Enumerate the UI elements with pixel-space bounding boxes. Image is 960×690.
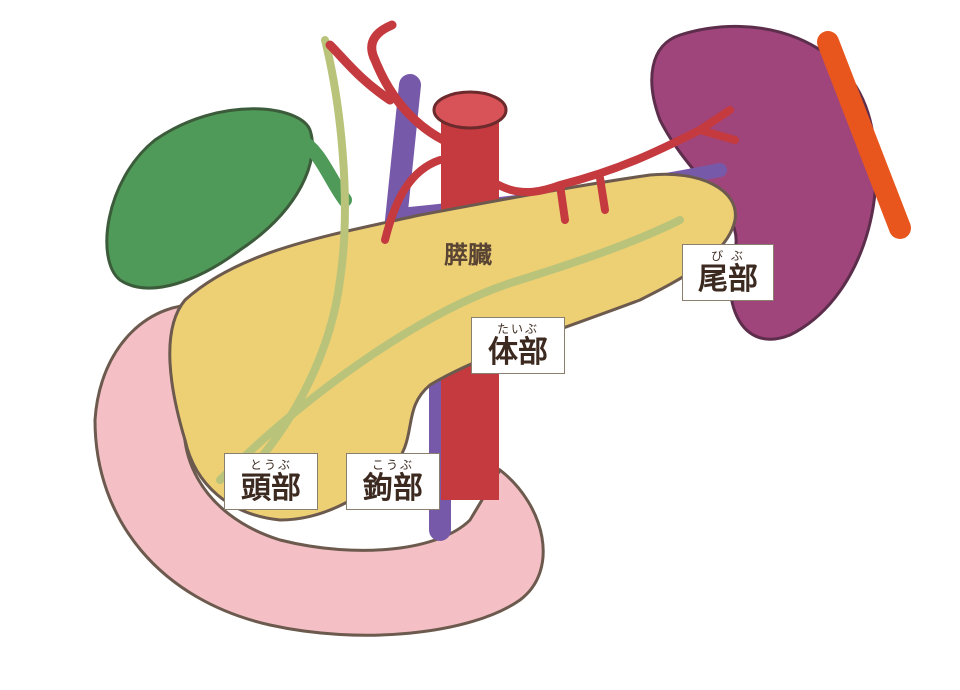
pancreas-label: 膵臓 bbox=[444, 241, 492, 269]
label-neck: こうぶ 鉤部 bbox=[346, 453, 440, 510]
label-body-reading: たいぶ bbox=[496, 322, 539, 336]
aorta-top bbox=[432, 90, 508, 130]
gastroduodenal-artery bbox=[381, 156, 444, 244]
gallbladder bbox=[105, 107, 314, 290]
label-body-name: 体部 bbox=[488, 335, 548, 370]
label-body: たいぶ 体部 bbox=[471, 317, 565, 374]
hepatic-artery bbox=[325, 20, 475, 155]
duodenum bbox=[93, 303, 545, 637]
label-neck-name: 鉤部 bbox=[363, 471, 423, 506]
label-head: とうぶ 頭部 bbox=[224, 453, 318, 510]
label-tail-reading: び ぶ bbox=[711, 249, 745, 263]
label-tail-name: 尾部 bbox=[698, 262, 758, 297]
bile-duct bbox=[226, 36, 349, 494]
splenic-artery bbox=[466, 106, 739, 224]
marker-line bbox=[817, 31, 911, 239]
label-head-reading: とうぶ bbox=[249, 458, 292, 472]
label-neck-reading: こうぶ bbox=[371, 458, 414, 472]
label-head-name: 頭部 bbox=[241, 471, 301, 506]
label-tail: び ぶ 尾部 bbox=[682, 244, 774, 301]
